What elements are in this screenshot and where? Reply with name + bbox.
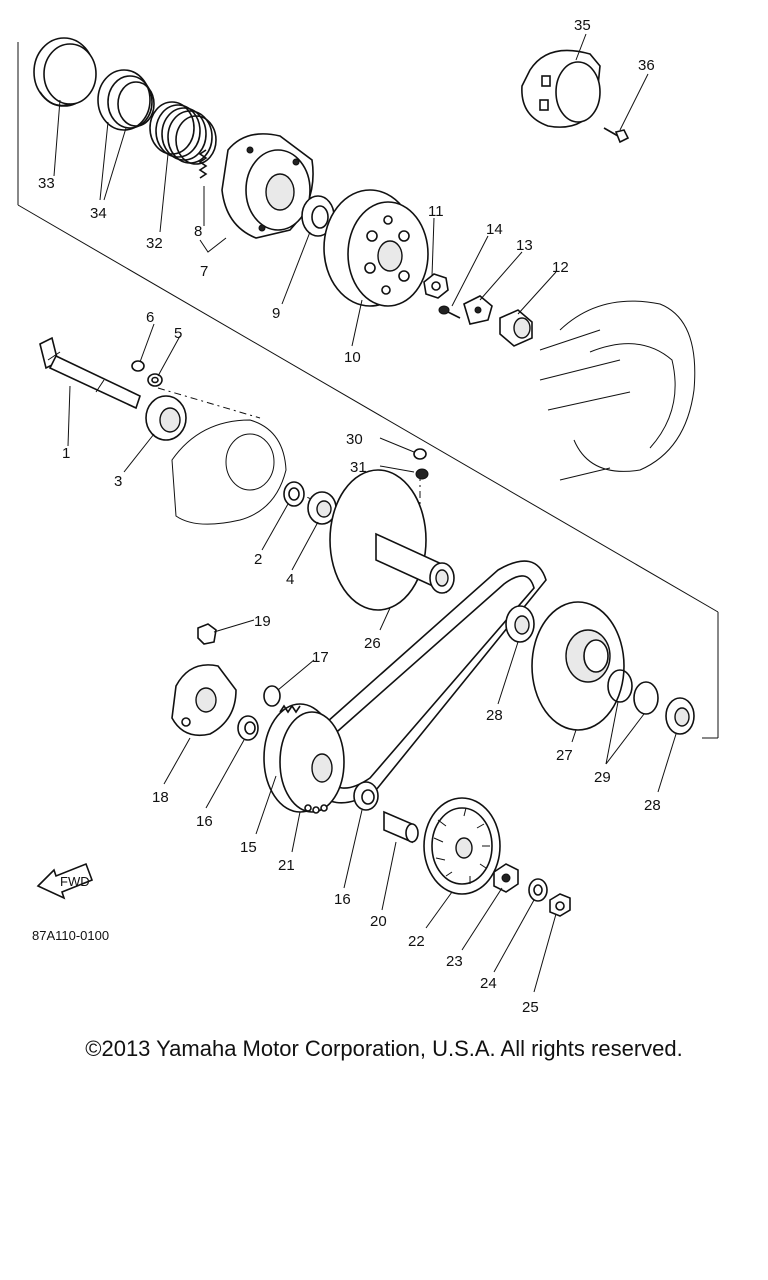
- copyright-notice: ©2013 Yamaha Motor Corporation, U.S.A. A…: [85, 1036, 683, 1061]
- part-36-bolt: [603, 127, 630, 144]
- part-11-nut: [423, 273, 449, 299]
- callout-8: 8: [194, 223, 202, 240]
- callout-29: 29: [594, 769, 611, 786]
- callout-30: 30: [346, 431, 363, 448]
- callout-16a: 16: [196, 813, 213, 830]
- part-23-nut: [493, 863, 519, 893]
- callout-27: 27: [556, 747, 573, 764]
- callout-17: 17: [312, 649, 329, 666]
- part-25-nut: [549, 893, 571, 917]
- callout-25: 25: [522, 999, 539, 1016]
- callout-31: 31: [350, 459, 367, 476]
- callout-6: 6: [146, 309, 154, 326]
- part-16a-bush: [237, 715, 259, 741]
- callout-3: 3: [114, 473, 122, 490]
- callout-7: 7: [200, 263, 208, 280]
- part-17-weight: [263, 685, 281, 707]
- frame-lines: [17, 42, 719, 739]
- callout-12: 12: [552, 259, 569, 276]
- callout-9: 9: [272, 305, 280, 322]
- part-30-screw: [413, 448, 427, 460]
- part-19-slider: [197, 623, 217, 645]
- part-5-washer: [147, 373, 163, 387]
- callout-13: 13: [516, 237, 533, 254]
- callout-23: 23: [446, 953, 463, 970]
- part-32-clutch-spring: [149, 101, 217, 165]
- part-1-shaft: [39, 336, 141, 410]
- callout-19: 19: [254, 613, 271, 630]
- callout-22: 22: [408, 933, 425, 950]
- part-6-dowel: [131, 360, 145, 372]
- callout-32: 32: [146, 235, 163, 252]
- part-34-springs: [97, 69, 155, 131]
- part-10-clutch-housing: [323, 189, 429, 307]
- part-24-washer: [528, 878, 548, 902]
- fwd-arrow-icon: FWD: [36, 862, 94, 900]
- part-33-collar: [33, 37, 97, 107]
- part-15-primary-sheave: [263, 703, 345, 814]
- callout-16b: 16: [334, 891, 351, 908]
- callout-5: 5: [174, 325, 182, 342]
- part-28b-seal: [665, 697, 695, 735]
- callout-28b: 28: [644, 797, 661, 814]
- callout-21: 21: [278, 857, 295, 874]
- part-3-bearing: [145, 395, 187, 441]
- callout-28a: 28: [486, 707, 503, 724]
- callout-34: 34: [90, 205, 107, 222]
- callout-numbers: 33 34 32 8 7 9 10 11 14 13 12 6 5 1 3 30…: [38, 17, 661, 1016]
- callout-15: 15: [240, 839, 257, 856]
- part-13-plate: [463, 295, 493, 325]
- part-27-sliding-sheave: [531, 601, 625, 731]
- part-22-fan: [423, 797, 501, 895]
- part-18-cam-plate: [171, 664, 237, 737]
- callout-11: 11: [428, 203, 444, 220]
- part-16b-collar: [353, 781, 379, 811]
- part-14-screw: [438, 305, 461, 319]
- fwd-label: FWD: [60, 874, 90, 889]
- part-8-spring: [198, 149, 208, 179]
- case-cover-outline: [171, 419, 287, 525]
- part-26-fixed-sheave: [329, 469, 455, 611]
- callout-14: 14: [486, 221, 503, 238]
- leader-lines: [53, 33, 677, 993]
- callout-20: 20: [370, 913, 387, 930]
- callout-18: 18: [152, 789, 169, 806]
- callout-35: 35: [574, 17, 591, 34]
- callout-1: 1: [62, 445, 70, 462]
- part-20-bushing: [383, 810, 419, 844]
- callout-36: 36: [638, 57, 655, 74]
- part-2-ring: [283, 481, 305, 507]
- callout-10: 10: [344, 349, 361, 366]
- part-12-bushing: [499, 309, 533, 347]
- part-29-o-rings: [607, 669, 659, 715]
- part-28a-seal: [505, 605, 535, 643]
- callout-26: 26: [364, 635, 381, 652]
- part-31-collar: [415, 468, 429, 480]
- part-9-washer: [301, 195, 335, 237]
- part-35-cover: [521, 49, 601, 128]
- part-code: 87A110-0100: [32, 928, 109, 943]
- callout-2: 2: [254, 551, 262, 568]
- callout-4: 4: [286, 571, 294, 588]
- crankcase-outline: [539, 300, 696, 481]
- part-7-clutch-carrier: [221, 133, 314, 239]
- v-belt: [309, 560, 547, 804]
- parts-diagram: FWD 87A110-0100: [17, 17, 719, 1016]
- callout-24: 24: [480, 975, 497, 992]
- callout-33: 33: [38, 175, 55, 192]
